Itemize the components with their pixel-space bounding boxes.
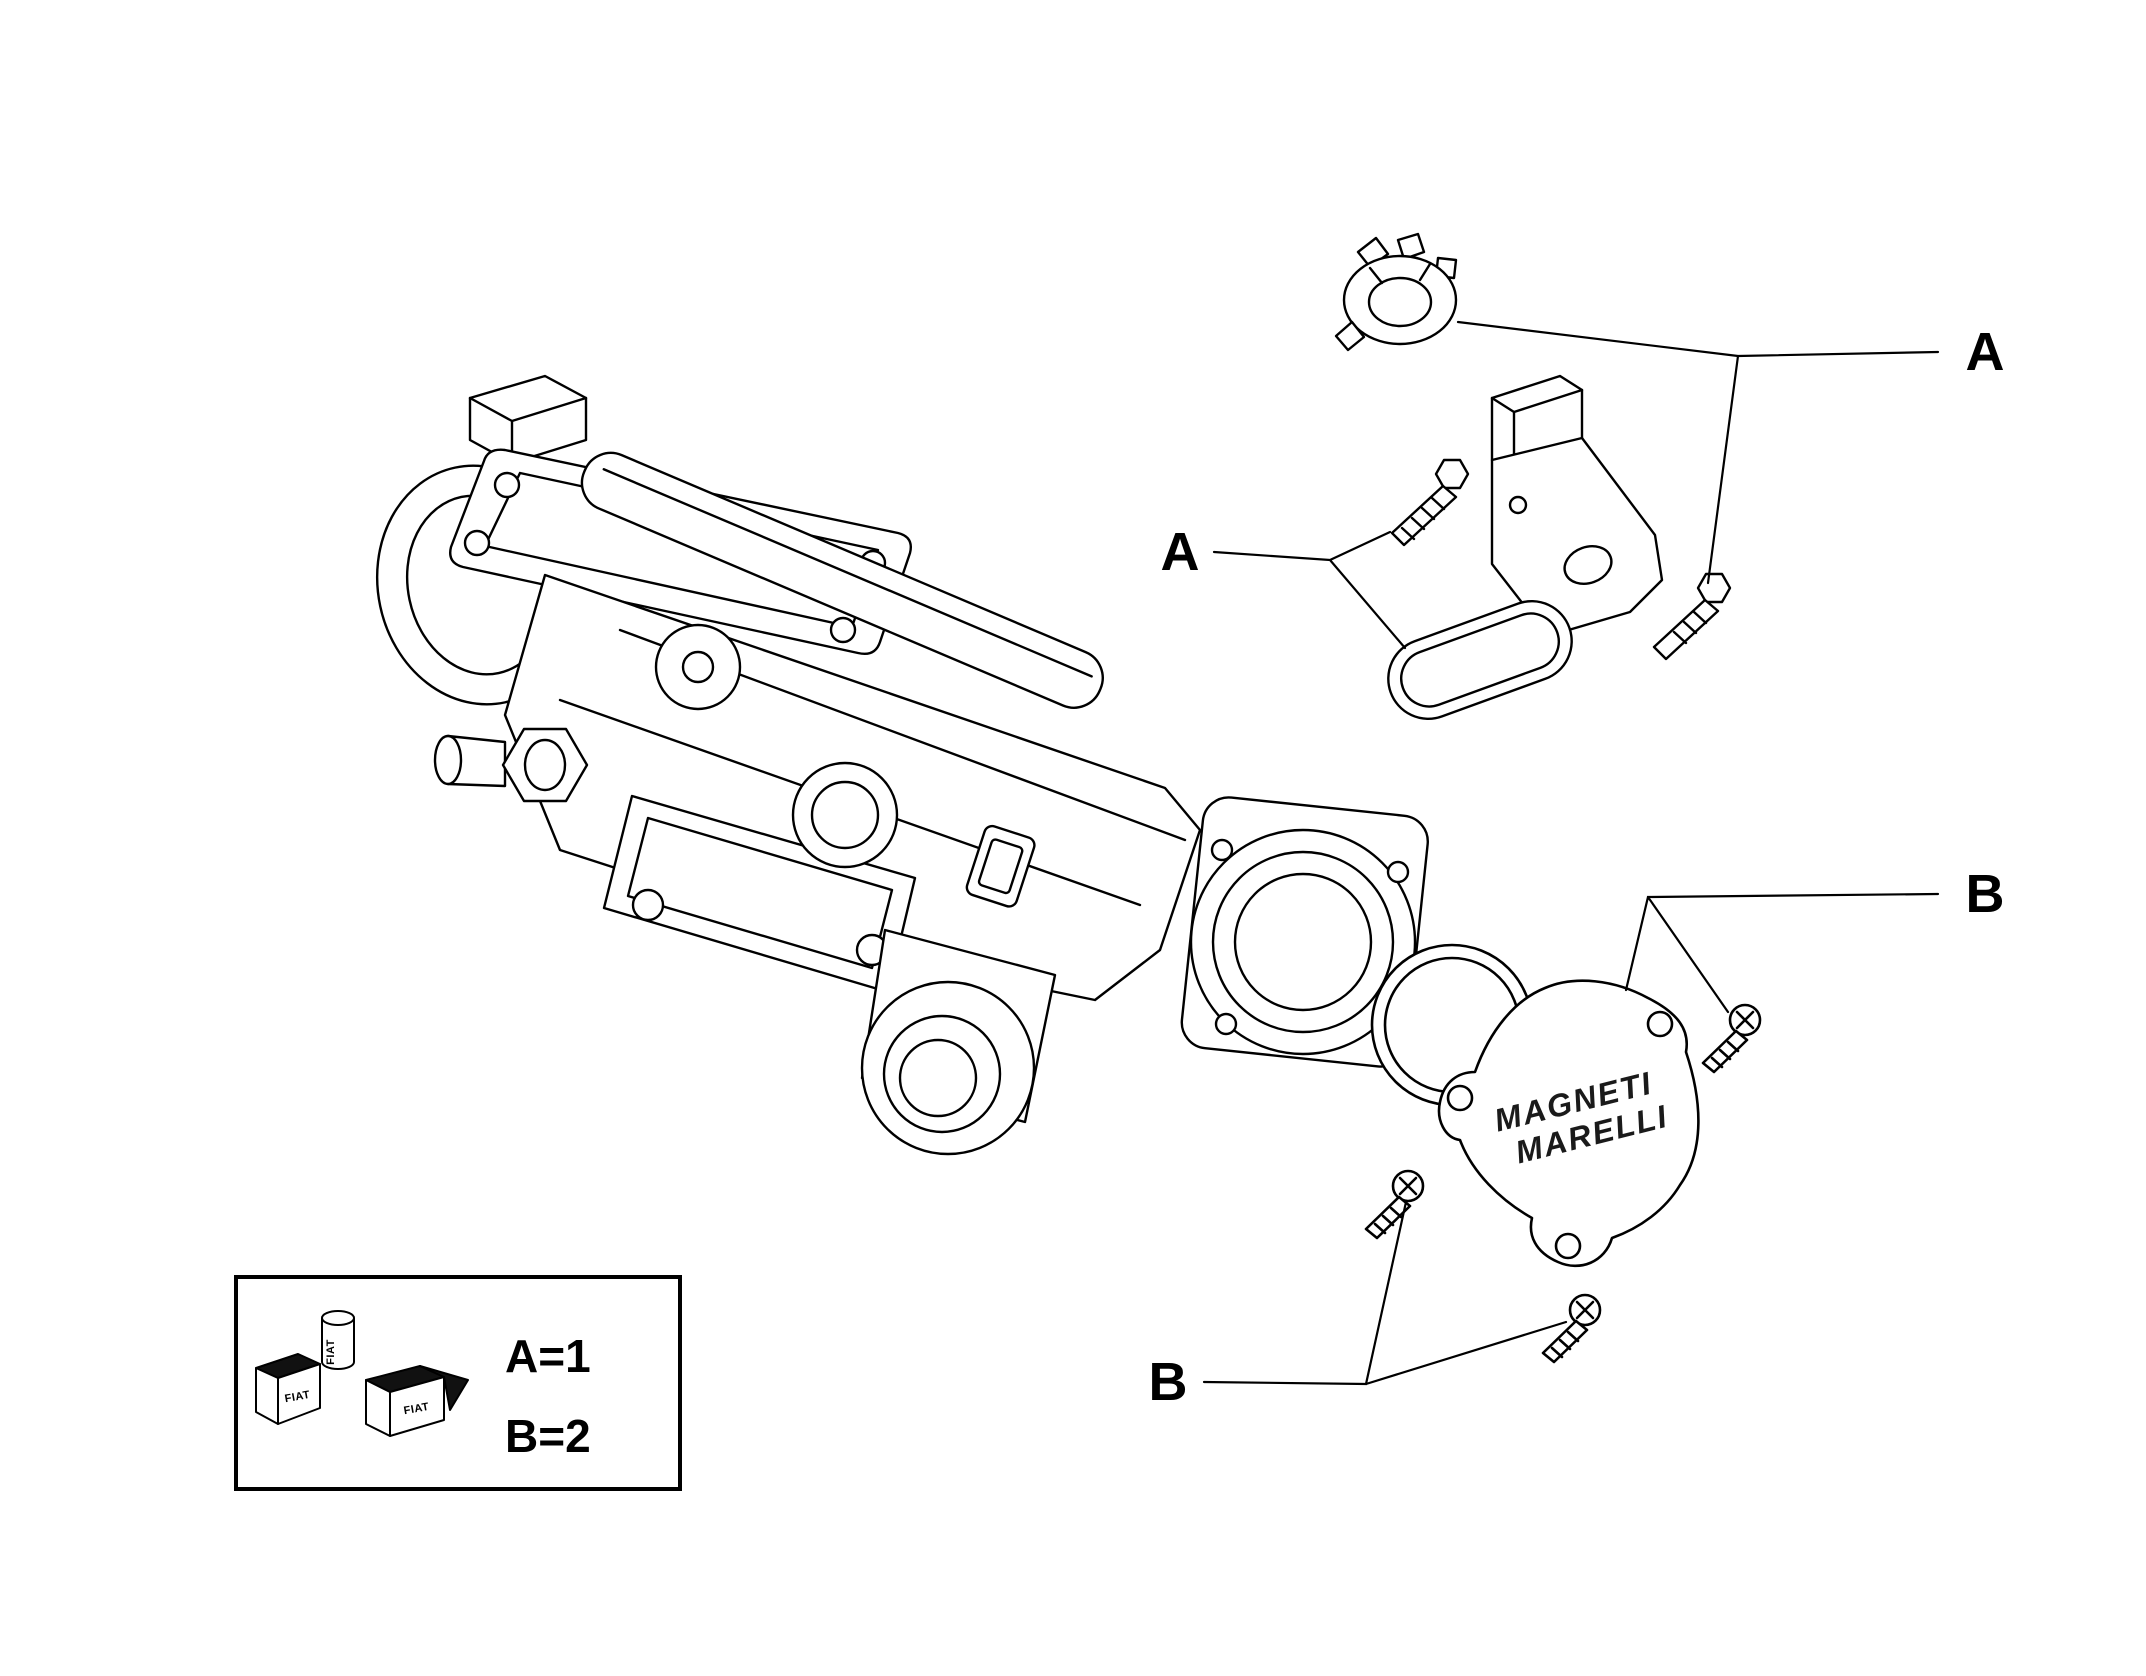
fiat-logo-text: FIAT: [284, 1389, 311, 1405]
mounting-bracket-part: [1490, 374, 1664, 638]
legend-box: FIAT FIAT FIAT A=1 B=2: [234, 1275, 682, 1491]
retainer-clip-part: [1334, 232, 1458, 352]
actuator-cylinder: [860, 928, 1057, 1156]
bolt-a2: [1652, 572, 1732, 661]
gearbox-housing-drawing: [375, 374, 1429, 1156]
screw-b3: [1541, 1293, 1602, 1364]
callout-label-a-right: A: [1966, 322, 2005, 382]
oval-gasket-part: [1387, 599, 1573, 721]
bolt-a1: [1390, 458, 1470, 547]
callout-a-left-leader: [1212, 530, 1407, 650]
callout-b-bottom-leader: [1202, 1200, 1568, 1386]
upper-boss: [654, 623, 742, 711]
fiat-logo-text: FIAT: [325, 1339, 337, 1365]
callout-label-b-right: B: [1966, 864, 2005, 924]
cover-plate-part: MAGNETI MARELLI: [1437, 979, 1700, 1268]
center-boss: [791, 761, 899, 869]
legend-row-b: B=2: [505, 1410, 591, 1462]
fiat-logo-graphic: FIAT FIAT FIAT: [255, 1310, 469, 1437]
callout-label-b-bottom: B: [1149, 1352, 1188, 1412]
connector-lug: [965, 824, 1036, 908]
top-block: [468, 374, 588, 465]
callout-a-right-leader: [1456, 320, 1940, 585]
screw-b1: [1701, 1003, 1762, 1074]
screw-b2: [1364, 1169, 1425, 1240]
selector-rod: [580, 451, 1104, 709]
legend-row-a: A=1: [505, 1330, 591, 1382]
fiat-logo-text: FIAT: [403, 1401, 430, 1417]
callout-label-a-left: A: [1161, 522, 1200, 582]
callout-b-right-leader: [1624, 892, 1940, 1014]
output-flange: [1180, 796, 1429, 1068]
hex-plug: [433, 727, 589, 803]
